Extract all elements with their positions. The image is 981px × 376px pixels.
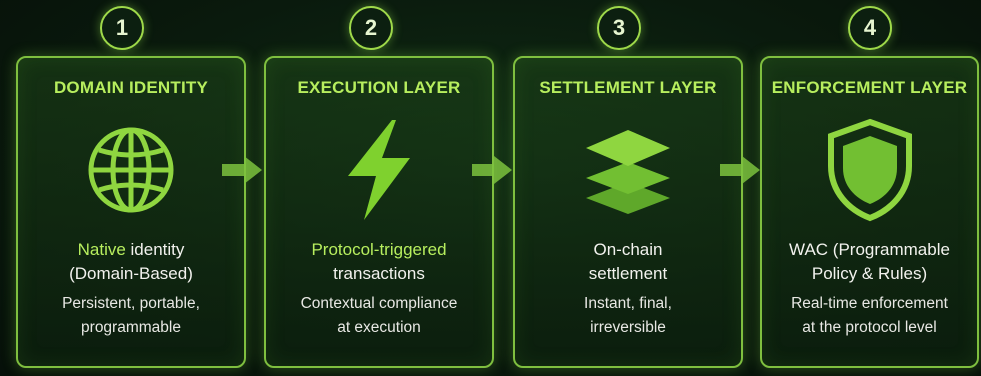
card-execution-layer: EXECUTION LAYER Protocol-triggered trans…	[264, 56, 494, 368]
secondary-line1: Instant, final,	[584, 295, 672, 312]
primary-highlight: Protocol-triggered	[311, 240, 447, 259]
step-number-1: 1	[100, 6, 144, 50]
secondary-line1: Real-time enforcement	[791, 295, 948, 312]
lightning-icon	[348, 120, 410, 220]
step-number-3: 3	[597, 6, 641, 50]
card-title: EXECUTION LAYER	[297, 78, 461, 97]
secondary-line1: Contextual compliance	[300, 295, 458, 312]
shield-icon	[827, 118, 912, 222]
primary-line2: transactions	[333, 264, 425, 283]
secondary-line2: at execution	[337, 319, 421, 336]
arrow-right-icon	[720, 156, 760, 184]
card-domain-identity: DOMAIN IDENTITY Native identity (Domain-…	[16, 56, 246, 368]
card-settlement-layer: SETTLEMENT LAYER On-chain settlement Ins…	[513, 56, 743, 368]
primary-line2: Policy & Rules)	[811, 264, 928, 283]
step-number-4: 4	[848, 6, 892, 50]
arrow-right-icon	[222, 156, 262, 184]
card-title: SETTLEMENT LAYER	[539, 78, 717, 97]
card-enforcement-layer: ENFORCEMENT LAYER WAC (Programmable Poli…	[760, 56, 979, 368]
card-title: ENFORCEMENT LAYER	[771, 78, 968, 97]
arrow-right-icon	[472, 156, 512, 184]
primary-highlight: Native	[77, 240, 126, 259]
primary-rest: WAC (Programmable	[789, 240, 950, 259]
primary-line2: (Domain-Based)	[69, 264, 193, 283]
step-number-2: 2	[349, 6, 393, 50]
primary-rest: identity	[125, 240, 185, 259]
secondary-line1: Persistent, portable,	[62, 295, 200, 312]
layers-icon	[586, 130, 670, 214]
globe-icon	[88, 127, 174, 213]
primary-line2: settlement	[588, 264, 668, 283]
primary-rest: On-chain	[593, 240, 663, 259]
secondary-line2: at the protocol level	[802, 319, 937, 336]
secondary-line2: programmable	[81, 319, 181, 336]
secondary-line2: irreversible	[590, 319, 666, 336]
card-title: DOMAIN IDENTITY	[53, 78, 209, 97]
